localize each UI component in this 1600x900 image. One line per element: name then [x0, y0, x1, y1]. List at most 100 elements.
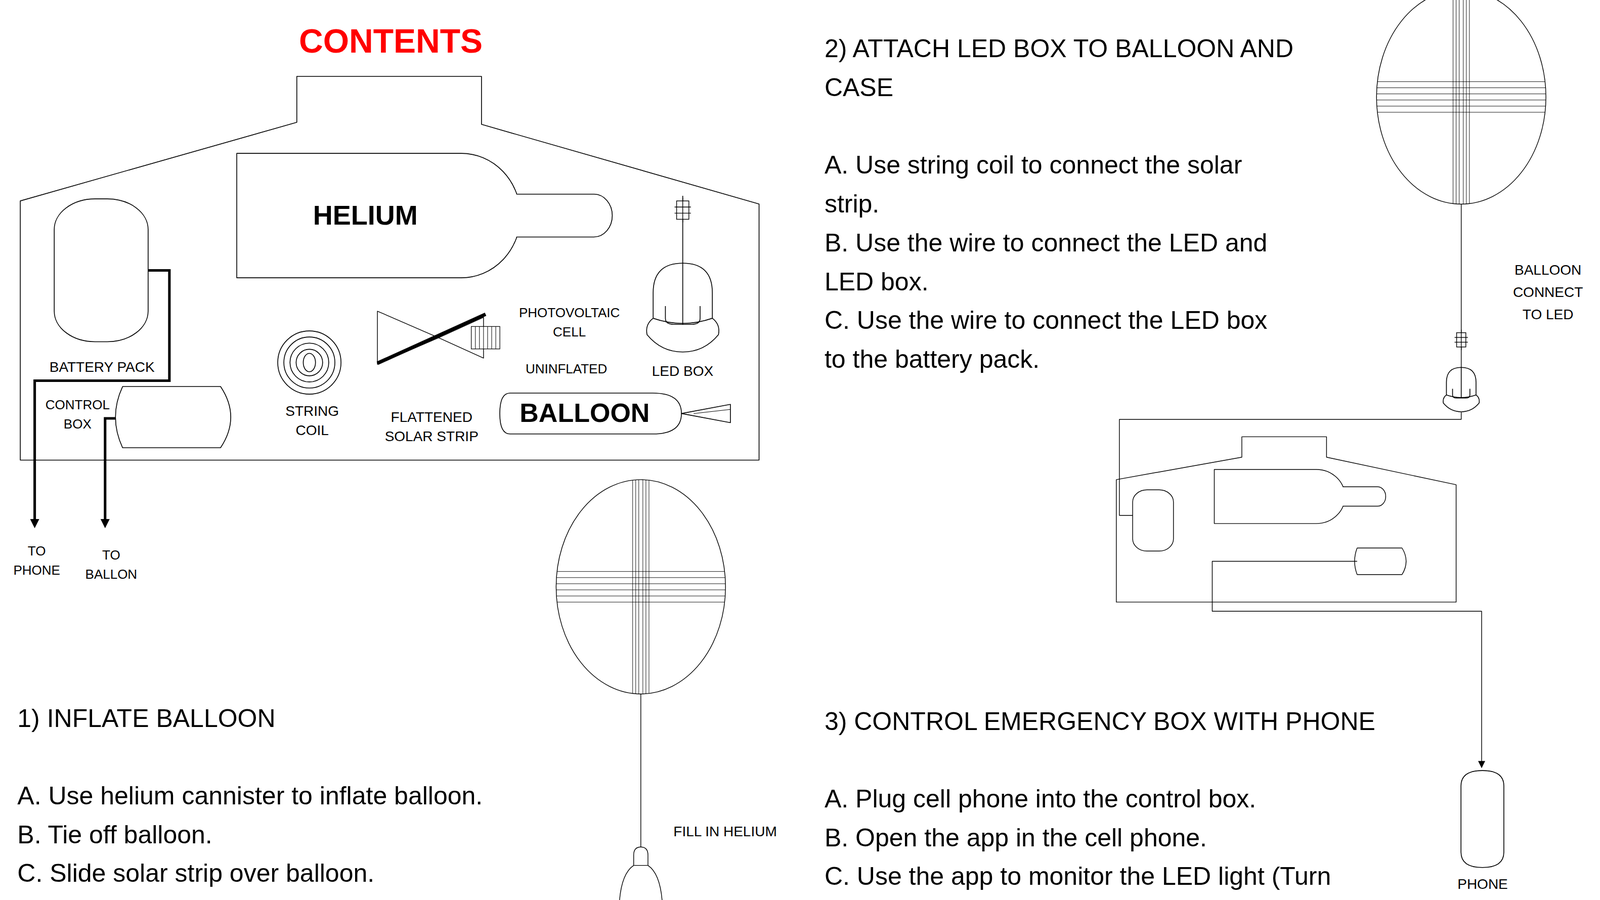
step-heading: 2) ATTACH LED BOX TO BALLOON AND CASE: [824, 29, 1366, 108]
step-instruction: B. Tie off balloon.: [17, 815, 212, 855]
step-instruction: C. Slide solar strip over balloon.: [17, 853, 375, 893]
phone-wire: [1212, 560, 1482, 767]
battery-pack: BATTERY PACK: [40, 193, 169, 378]
string-coil: STRING COIL: [273, 326, 352, 448]
balloon-body: [499, 393, 682, 435]
helium-canister-outline: [232, 149, 617, 282]
coil-ring: [277, 330, 341, 395]
balloon-stripe: [1376, 99, 1546, 101]
led-wire: [1460, 347, 1462, 368]
case-heading: CONTENTS: [237, 21, 544, 62]
battery-pack-outline: [40, 193, 169, 378]
balloon-stripe: [1455, 0, 1457, 204]
balloon-stripe: [1458, 0, 1460, 204]
part-label: PHONE: [1448, 874, 1517, 894]
helium-nozzle: [516, 193, 613, 237]
step-instruction: B. Open the app in the cell phone.: [824, 818, 1207, 858]
callout-label: FILL IN HELIUM: [673, 822, 777, 842]
balloon-stripe: [635, 479, 636, 694]
solar-strip-edge: [377, 314, 486, 364]
balloon-stripe: [556, 571, 725, 572]
balloon-stripe: [1377, 81, 1545, 82]
led-wire: [1460, 367, 1462, 399]
part-label: BATTERY PACK: [40, 357, 164, 377]
cell-grid: [495, 326, 497, 349]
balloon-stripe: [632, 480, 633, 694]
step-heading: 3) CONTROL EMERGENCY BOX WITH PHONE: [824, 702, 1376, 742]
balloon-stripe: [555, 589, 726, 590]
helium-canister: HELIUM: [232, 149, 617, 282]
step-instruction: A. Plug cell phone into the control box.: [824, 779, 1257, 819]
cell-grid: [479, 326, 481, 349]
wire-destination: TO BALLON: [79, 545, 143, 585]
balloon-neck-line: [694, 409, 731, 414]
led-box: LED BOX: [640, 191, 725, 382]
inflated-balloon: [1376, 0, 1546, 204]
led-housing: [646, 263, 719, 352]
step-instruction: A. Use string coil to connect the solar …: [824, 145, 1289, 224]
helium-body: [236, 153, 521, 278]
step-instruction: C. Use the wire to connect the LED box t…: [824, 300, 1289, 379]
balloon-stripe: [645, 479, 646, 694]
balloon-stripe: [1465, 0, 1467, 204]
part-label: STRING COIL: [280, 401, 344, 441]
balloon-stripe: [1452, 0, 1454, 204]
balloon-string: [640, 694, 641, 850]
connector-pin: [682, 197, 683, 223]
phone: PHONE: [1448, 763, 1518, 895]
led-wire: [682, 195, 684, 264]
balloon-stripe: [1376, 93, 1546, 95]
control-wire: [105, 418, 116, 525]
balloon-stripe: [642, 479, 643, 694]
phone-shape: [1461, 770, 1505, 868]
balloon-stripe: [1468, 0, 1470, 204]
led-symbol: [1443, 367, 1480, 412]
led-wire: [682, 263, 684, 325]
coil-core: [303, 353, 316, 372]
part-name: BALLOON: [502, 397, 667, 429]
small-control-box: [1354, 547, 1407, 575]
small-battery-pack: [1132, 489, 1174, 551]
cell-grid: [474, 326, 476, 349]
balloon-stripe: [648, 480, 650, 694]
cell-grid: [487, 326, 489, 349]
coil-ring: [289, 342, 329, 382]
balloon-string: [1460, 203, 1462, 333]
small-helium-nozzle: [1343, 486, 1387, 506]
control-box-shape: [115, 386, 231, 449]
balloon-stripe: [1376, 105, 1546, 107]
balloon-stripe: [1462, 0, 1464, 204]
led-symbol: [646, 263, 719, 352]
balloon-stripe: [1377, 111, 1545, 113]
balloon-stripe: [556, 577, 726, 578]
cell-grid: [491, 326, 493, 349]
coil-ring: [283, 336, 335, 388]
part-label: PHOTOVOLTAIC CELL: [512, 303, 627, 342]
photovoltaic-cell: [471, 326, 500, 349]
phone-outline: [1448, 763, 1517, 894]
part-name: HELIUM: [263, 198, 467, 232]
solar-strip: FLATTENED SOLAR STRIP: [372, 306, 505, 451]
step-instruction: C. Use the app to monitor the LED light …: [824, 856, 1331, 896]
wire-destination: TO PHONE: [6, 541, 68, 581]
step-instruction: B. Use the wire to connect the LED and L…: [824, 223, 1289, 302]
balloon-stripe: [556, 601, 725, 603]
equipment-case: CONTENTS HELIUM BATTERY PACK CONTROL BOX STR…: [15, 15, 766, 465]
case-outline: [20, 76, 759, 460]
part-label: CONTROL BOX: [44, 395, 112, 435]
led-box-outline: [640, 191, 725, 382]
part-label: FLATTENED SOLAR STRIP: [380, 407, 483, 447]
balloon-stripe: [1376, 87, 1546, 89]
battery-pack-shape: [54, 198, 149, 342]
inflated-balloon: [555, 479, 726, 695]
coil-ring: [295, 349, 323, 376]
balloon-stripe: [638, 479, 639, 694]
step-heading: 1) INFLATE BALLOON: [17, 699, 276, 739]
cell-grid: [483, 326, 485, 349]
step-instruction: A. Use helium cannister to inflate ballo…: [17, 776, 483, 816]
helium-nozzle: [619, 865, 663, 900]
uninflated-balloon: BALLOON: [496, 390, 734, 438]
